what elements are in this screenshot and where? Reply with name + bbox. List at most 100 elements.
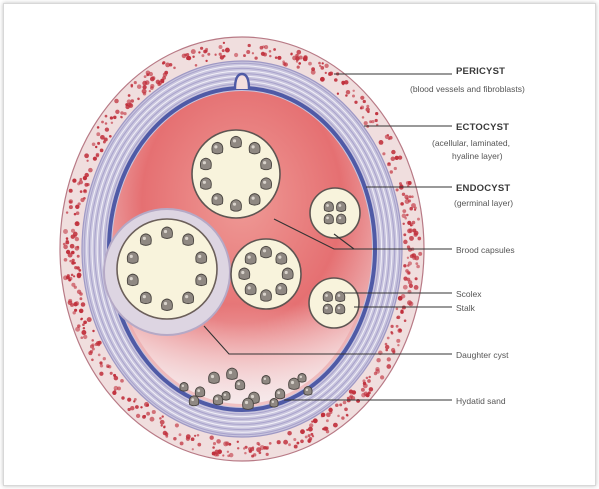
scolex-icon xyxy=(336,304,345,314)
blood-cell xyxy=(81,330,86,335)
blood-cell xyxy=(145,80,150,85)
blood-cell xyxy=(391,348,395,352)
scolex-icon xyxy=(304,387,312,396)
blood-cell xyxy=(237,447,239,449)
label-pericyst: PERICYST xyxy=(456,66,505,77)
blood-cell xyxy=(75,327,80,332)
scolex-icon xyxy=(222,392,230,401)
blood-cell xyxy=(228,443,231,446)
blood-cell xyxy=(69,201,72,204)
blood-cell xyxy=(416,265,420,269)
blood-cell xyxy=(128,103,132,107)
blood-cell xyxy=(143,92,146,95)
blood-cell xyxy=(142,415,146,419)
scolex-icon xyxy=(127,252,138,264)
blood-cell xyxy=(77,274,81,278)
blood-cell xyxy=(258,443,261,446)
blood-cell xyxy=(404,319,407,322)
scolex-icon xyxy=(282,268,293,280)
blood-cell xyxy=(83,176,87,180)
blood-cell xyxy=(308,427,313,432)
blood-cell xyxy=(347,397,350,400)
scolex-icon xyxy=(231,200,242,212)
blood-cell xyxy=(99,361,102,364)
blood-cell xyxy=(219,53,222,56)
blood-cell xyxy=(186,437,190,441)
blood-cell xyxy=(120,379,124,383)
blood-cell xyxy=(96,132,100,136)
blood-cell xyxy=(371,120,374,123)
blood-cell xyxy=(326,419,329,422)
blood-cell xyxy=(251,455,254,458)
blood-cell xyxy=(307,439,311,443)
blood-cell xyxy=(387,162,391,166)
blood-cell xyxy=(84,153,89,158)
scolex-icon xyxy=(261,178,272,190)
blood-cell xyxy=(114,376,119,381)
labels: PERICYST (blood vessels and fibroblasts)… xyxy=(410,66,525,406)
blood-cell xyxy=(83,335,87,339)
scolex-icon xyxy=(180,383,188,392)
blood-cell xyxy=(105,122,108,125)
blood-cell xyxy=(403,264,406,267)
blood-cell xyxy=(402,223,404,225)
scolex-icon xyxy=(337,214,346,224)
blood-cell xyxy=(366,107,370,111)
blood-cell xyxy=(284,62,288,66)
blood-cell xyxy=(100,135,105,140)
blood-cell xyxy=(223,42,225,44)
blood-cell xyxy=(406,214,408,216)
blood-cell xyxy=(103,357,106,360)
blood-cell xyxy=(71,251,75,255)
blood-cell xyxy=(203,50,207,54)
blood-cell xyxy=(237,441,239,443)
blood-cell xyxy=(83,327,85,329)
blood-cell xyxy=(248,44,251,47)
blood-cell xyxy=(64,258,68,262)
blood-cell xyxy=(75,221,80,226)
blood-cell xyxy=(308,62,312,66)
scolex-icon xyxy=(183,292,194,304)
blood-cell xyxy=(346,414,348,416)
blood-cell xyxy=(150,84,154,88)
blood-cell xyxy=(288,443,291,446)
blood-cell xyxy=(72,311,75,314)
blood-cell xyxy=(109,135,112,138)
scolex-icon xyxy=(270,399,278,408)
blood-cell xyxy=(130,84,133,87)
blood-cell xyxy=(293,438,296,441)
blood-cell xyxy=(352,90,354,92)
blood-cell xyxy=(93,157,97,161)
label-endocyst: ENDOCYST xyxy=(456,183,510,194)
blood-cell xyxy=(375,112,378,115)
blood-cell xyxy=(342,82,345,85)
blood-cell xyxy=(229,453,233,457)
blood-cell xyxy=(269,55,271,57)
blood-cell xyxy=(81,302,86,307)
blood-cell xyxy=(142,85,146,89)
blood-cell xyxy=(159,417,162,420)
blood-cell xyxy=(88,351,92,355)
scolex-icon xyxy=(243,398,254,409)
blood-cell xyxy=(312,435,314,437)
blood-cell xyxy=(225,48,230,53)
scolex-icon xyxy=(140,292,151,304)
blood-cell xyxy=(151,76,155,80)
blood-cell xyxy=(390,325,393,328)
blood-cell xyxy=(396,188,399,191)
blood-cell xyxy=(149,90,151,92)
blood-cell xyxy=(69,260,72,263)
blood-cell xyxy=(136,414,140,418)
scolex-icon xyxy=(245,283,256,295)
blood-cell xyxy=(352,94,355,97)
blood-cell xyxy=(66,239,69,242)
blood-cell xyxy=(345,94,348,97)
blood-cell xyxy=(80,318,82,320)
scolex-icon xyxy=(323,292,332,302)
blood-cell xyxy=(72,259,75,262)
blood-cell xyxy=(110,116,113,119)
figure-frame: PERICYST (blood vessels and fibroblasts)… xyxy=(3,3,596,486)
blood-cell xyxy=(269,50,272,53)
blood-cell xyxy=(71,274,74,277)
blood-cell xyxy=(369,387,373,391)
